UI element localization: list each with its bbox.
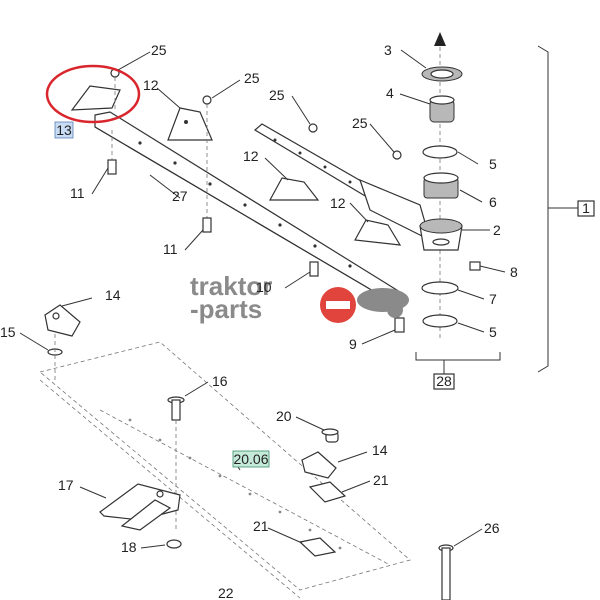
bolt-26 (438, 544, 454, 600)
callout-8: 8 (510, 264, 518, 280)
callout-13: 13 (56, 122, 72, 138)
callout-25a: 25 (151, 42, 167, 58)
rivet-25d (392, 150, 402, 160)
bolt-20 (321, 428, 339, 436)
rivet-25c (308, 123, 318, 133)
callout-28: 28 (436, 373, 452, 389)
callout-26: 26 (484, 520, 500, 536)
callout-20: 20 (276, 408, 292, 424)
callout-12c: 12 (330, 195, 346, 211)
callout-6: 6 (489, 194, 497, 210)
callout-18: 18 (121, 539, 137, 555)
callout-10: 10 (256, 279, 272, 295)
callout-12a: 12 (143, 77, 159, 93)
callout-2006-box (232, 450, 270, 468)
callout-15: 15 (0, 324, 16, 340)
bolt-11b (202, 217, 212, 233)
callout-13-box (54, 121, 74, 139)
callout-14b: 14 (372, 442, 388, 458)
callout-11b: 11 (163, 241, 178, 257)
knife-section-2 (268, 177, 320, 201)
callout-2: 2 (493, 222, 501, 238)
bolt-11a (107, 130, 117, 175)
tractor-logo (320, 287, 409, 323)
callout-5a: 5 (489, 156, 497, 172)
hold-down-clip-left (44, 304, 81, 380)
bracket-1: 1 (537, 45, 595, 373)
nut-18 (166, 539, 182, 549)
callout-21b: 21 (253, 518, 269, 534)
callout-7: 7 (489, 291, 497, 307)
knife-guard (99, 483, 181, 531)
shim-21a (308, 481, 347, 503)
callout-14a: 14 (105, 287, 121, 303)
knife-section-1 (167, 107, 213, 141)
bolt-16 (167, 396, 185, 530)
highlight-circle (45, 64, 141, 124)
callout-11a: 11 (70, 185, 85, 201)
callout-22: 22 (218, 585, 234, 600)
callout-4: 4 (386, 85, 394, 101)
knife-section-13 (70, 85, 121, 111)
knife-bar (94, 111, 401, 301)
callout-5b: 5 (489, 324, 497, 340)
callout-3: 3 (384, 42, 392, 58)
watermark: traktor -parts (190, 271, 409, 324)
callout-25d: 25 (352, 115, 368, 131)
knife-section-3 (354, 219, 402, 246)
bracket-28: 28 (415, 352, 501, 390)
callout-17: 17 (58, 477, 74, 493)
callout-2006: 20.06 (233, 451, 268, 467)
callout-12b: 12 (243, 148, 259, 164)
watermark-line2: -parts (190, 294, 262, 324)
callout-27: 27 (172, 188, 188, 204)
hub-assembly (419, 32, 481, 340)
callout-16: 16 (212, 373, 228, 389)
hold-down-clip-right (301, 431, 339, 479)
callout-9: 9 (349, 336, 357, 352)
callout-25b: 25 (244, 70, 260, 86)
callout-25c: 25 (269, 87, 285, 103)
guard-bar (39, 341, 411, 599)
callouts: 25 12 25 25 25 12 12 27 11 11 10 9 13 3 … (0, 42, 518, 600)
callout-21a: 21 (373, 472, 389, 488)
watermark-line1: traktor (190, 271, 272, 301)
shim-21b (298, 537, 337, 557)
leaders (19, 49, 506, 549)
callout-1: 1 (582, 200, 590, 216)
bolt-10 (309, 261, 319, 277)
rivet-25b (202, 95, 212, 220)
